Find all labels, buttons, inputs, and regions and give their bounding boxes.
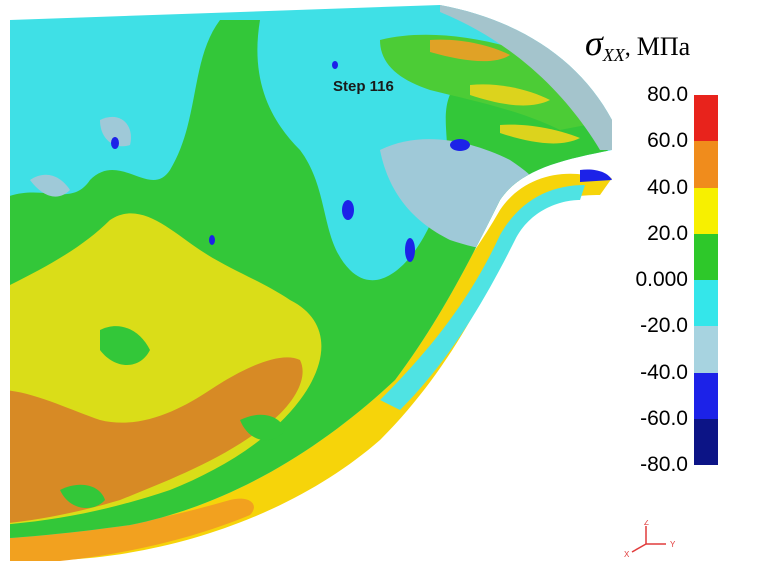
contour-band-low — [500, 124, 580, 144]
tick-label: -60.0 — [640, 406, 688, 430]
contour-green-patch-2 — [60, 484, 105, 509]
color-band-0 — [694, 95, 718, 142]
color-scale-bar — [694, 95, 718, 465]
tick-label: 60.0 — [647, 129, 688, 153]
contour-dark-spot-2 — [209, 235, 215, 245]
color-band-3 — [694, 233, 718, 280]
axis-z-label: Z — [644, 520, 649, 527]
tick-label: 80.0 — [647, 83, 688, 106]
color-band-5 — [694, 326, 718, 373]
contour-orange — [10, 357, 303, 524]
axis-x-line — [631, 543, 647, 553]
axis-x-label: X — [624, 550, 630, 559]
tick-label: -40.0 — [640, 360, 688, 384]
color-band-6 — [694, 372, 718, 419]
contour-band-mid — [470, 84, 550, 106]
contour-green-patch — [100, 326, 150, 365]
axes-triad: Z Y X — [624, 520, 676, 559]
color-band-7 — [694, 418, 718, 465]
tick-label: -20.0 — [640, 314, 688, 338]
contour-lightblue-mid — [100, 116, 131, 147]
shell-rim-orange — [10, 498, 254, 561]
contour-green-patch-3 — [240, 414, 285, 441]
tick-label: 40.0 — [647, 175, 688, 199]
color-band-2 — [694, 187, 718, 234]
tick-label: -80.0 — [640, 453, 688, 476]
legend-symbol: σ — [585, 23, 603, 63]
tick-label: 0.000 — [635, 268, 688, 291]
legend-separator: , — [624, 35, 631, 61]
shell-inner-edge — [440, 5, 612, 150]
color-band-4 — [694, 280, 718, 327]
shell-rim-cyan — [380, 185, 585, 410]
shell-lip-dark — [580, 169, 612, 182]
contour-dark-spot-3 — [342, 200, 354, 220]
contour-green-top — [380, 34, 612, 130]
contour-band-upper — [430, 39, 510, 62]
legend-subscript: XX — [602, 45, 625, 65]
contour-dark-spot-6 — [332, 61, 338, 69]
color-band-1 — [694, 141, 718, 188]
tick-label: 20.0 — [647, 221, 688, 245]
legend-unit: МПа — [636, 32, 691, 61]
step-label: Step 116 — [333, 78, 394, 95]
legend-title: σXX,МПа — [585, 22, 691, 65]
contour-dark-spot-1 — [111, 137, 119, 149]
contour-dark-spot-4 — [405, 238, 415, 262]
contour-lightblue-left — [30, 174, 70, 197]
axis-y-label: Y — [670, 540, 676, 549]
contour-dark-spot-5 — [450, 139, 470, 151]
